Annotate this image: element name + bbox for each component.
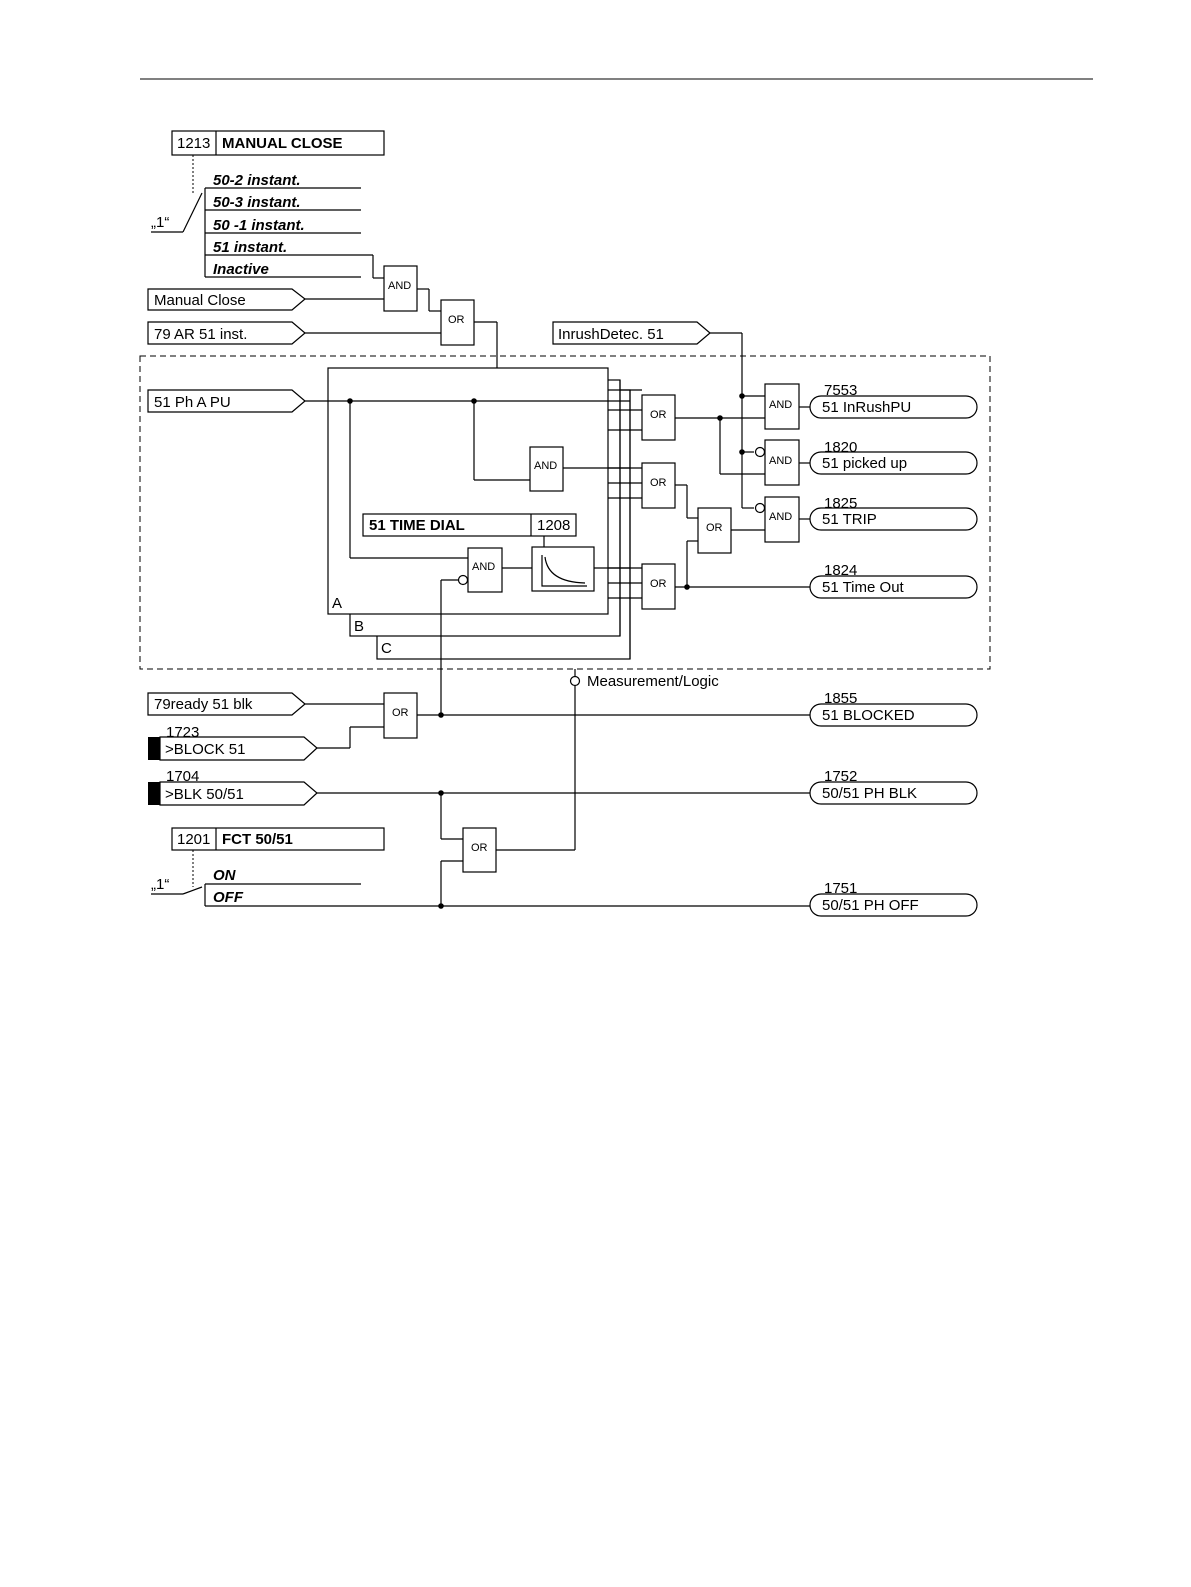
setting-function-address: 1201 [177,831,210,848]
and-gate-time: AND [472,561,495,573]
input-block-51-label: >BLOCK 51 [165,741,245,758]
input-inrush-label: InrushDetec. 51 [558,326,664,343]
and-gate-picked-up: AND [769,455,792,467]
input-block-51: 1723 >BLOCK 51 [148,724,318,761]
and-gate-instant: AND [534,460,557,472]
option-off: OFF [213,889,244,906]
setting-manual-close-address: 1213 [177,135,210,152]
measurement-logic-label: Measurement/Logic [587,673,719,690]
input-blk-50-51-label: >BLK 50/51 [165,786,244,803]
and-gate-manual: AND [388,280,411,292]
option-on: ON [213,867,237,884]
setting-function: 1201 FCT 50/51 ON OFF „1“ [151,827,385,906]
output-trip-label: 51 TRIP [822,511,877,528]
and-gate-trip: AND [769,511,792,523]
output-trip: 1825 51 TRIP [809,495,978,531]
input-ar-ready-blk: 79ready 51 blk [147,692,306,716]
setting-manual-close-name: MANUAL CLOSE [222,135,343,152]
or-gate-measurement: OR [471,842,488,854]
option-inactive: Inactive [213,261,269,278]
input-ar-ready-blk-label: 79ready 51 blk [154,696,253,713]
output-inrush-pu-label: 51 InRushPU [822,399,911,416]
output-time-out-label: 51 Time Out [822,579,905,596]
input-pickup-a: 51 Ph A PU [147,389,306,413]
output-ph-off-number: 1751 [824,880,857,897]
output-picked-up: 1820 51 picked up [809,439,978,475]
and-gate-inrush: AND [769,399,792,411]
option-50-2: 50-2 instant. [213,172,301,189]
option-51-instant: 51 instant. [213,239,287,256]
setting-time-dial-address: 1208 [537,517,570,534]
setting-time-dial: 51 TIME DIAL 1208 [362,513,577,537]
input-manual-close: Manual Close [147,288,306,311]
or-gate-pickup: OR [650,409,667,421]
or-gate-instant: OR [650,477,667,489]
output-ph-blk-number: 1752 [824,768,857,785]
phase-b-label: B [354,618,364,635]
input-ar-51-inst: 79 AR 51 inst. [147,321,306,345]
or-gate-timeout: OR [650,578,667,590]
option-50-1: 50 -1 instant. [213,217,305,234]
output-ph-off-label: 50/51 PH OFF [822,897,919,914]
output-inrush-pu-number: 7553 [824,382,857,399]
output-blocked-number: 1855 [824,690,857,707]
inverse-time-curve-icon [531,546,595,592]
input-pickup-a-label: 51 Ph A PU [154,394,231,411]
output-ph-off: 1751 50/51 PH OFF [809,880,978,917]
output-blocked-label: 51 BLOCKED [822,707,915,724]
input-blk-50-51: 1704 >BLK 50/51 [148,768,318,806]
setting-function-name: FCT 50/51 [222,831,293,848]
output-inrush-pu: 7553 51 InRushPU [809,382,978,419]
selector-1-function: „1“ [151,876,169,893]
option-50-3: 50-3 instant. [213,194,301,211]
input-manual-close-label: Manual Close [154,292,246,309]
or-gate-block: OR [392,707,409,719]
setting-manual-close: 1213 MANUAL CLOSE 50-2 instant. 50-3 ins… [151,130,385,278]
input-blk-50-51-number: 1704 [166,768,199,785]
output-blocked: 1855 51 BLOCKED [809,690,978,727]
phase-a-label: A [332,595,342,612]
phase-c-label: C [381,640,392,657]
input-ar-51-inst-label: 79 AR 51 inst. [154,326,247,343]
or-gate-trip: OR [706,522,723,534]
output-time-out-number: 1824 [824,562,857,579]
output-ph-blk-label: 50/51 PH BLK [822,785,917,802]
measurement-logic-frame [139,355,991,670]
output-time-out: 1824 51 Time Out [809,562,978,599]
setting-time-dial-name: 51 TIME DIAL [369,517,465,534]
output-picked-up-label: 51 picked up [822,455,907,472]
input-inrush: InrushDetec. 51 [552,321,711,345]
selector-1-manual: „1“ [151,214,169,231]
output-ph-blk: 1752 50/51 PH BLK [809,768,978,805]
or-gate-manual: OR [448,314,465,326]
